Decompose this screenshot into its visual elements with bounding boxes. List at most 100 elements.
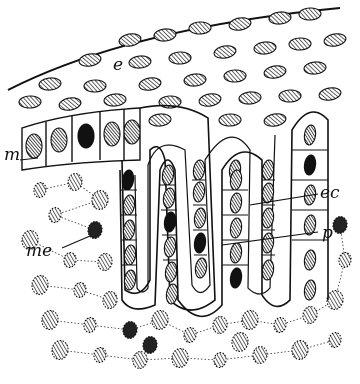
mesenchyme-nuclei — [20, 172, 352, 369]
label-p: p — [322, 223, 333, 243]
epithelial-cell-nucleus — [303, 154, 317, 175]
mesenchyme-nucleus — [63, 252, 77, 269]
epithelium-nuclei — [19, 8, 347, 128]
epithelial-cell-nucleus — [193, 207, 207, 228]
epithelial-cell-nucleus — [193, 232, 207, 253]
epithelium-nucleus — [323, 32, 347, 48]
mesenchyme-nucleus — [150, 309, 169, 330]
epithelial-cell-nucleus — [192, 181, 206, 202]
mesenchyme-nucleus — [93, 347, 107, 364]
mesenchyme-nucleus — [212, 315, 229, 334]
epithelial-cell-nucleus — [261, 207, 275, 228]
mesenchyme-nucleus — [332, 215, 349, 234]
epithelial-cell-nucleus — [229, 192, 243, 213]
basal-nucleus — [51, 128, 67, 152]
epithelial-cell-nucleus — [303, 249, 317, 270]
folded-epithelium — [120, 106, 328, 317]
epithelium-nucleus — [128, 55, 151, 69]
epithelium-nucleus — [263, 64, 287, 80]
mesenchyme-nucleus — [33, 182, 47, 199]
epithelium-nucleus — [219, 114, 241, 127]
epithelial-cell-nucleus — [261, 259, 275, 280]
mesenchyme-nucleus — [40, 309, 59, 330]
epithelium-nucleus — [213, 44, 237, 60]
basal-nucleus — [26, 134, 42, 158]
mesenchyme-nucleus — [290, 339, 309, 360]
mesenchyme-nucleus — [50, 339, 69, 360]
epithelial-cell-nucleus — [261, 232, 275, 253]
epithelial-cell-nucleus — [121, 169, 135, 190]
epithelial-cell-nucleus — [194, 257, 208, 278]
mesenchyme-nucleus — [67, 172, 84, 191]
epithelial-cell-nucleus — [303, 124, 317, 145]
epithelial-cell-nucleus — [303, 279, 317, 300]
epithelial-cell-nucleus — [161, 164, 175, 185]
basal-nucleus — [124, 120, 140, 144]
mesenchyme-nucleus — [90, 189, 109, 210]
epithelium-nucleus — [138, 76, 162, 92]
epithelial-cell-nucleus — [261, 159, 275, 180]
epithelium-nucleus — [268, 11, 291, 25]
epithelial-cell-nucleus — [162, 187, 176, 208]
label-me: me — [26, 241, 52, 261]
label-e: e — [113, 55, 123, 75]
mesenchyme-nucleus — [302, 305, 319, 324]
epithelium-nucleus — [19, 96, 41, 109]
mesenchyme-nucleus — [83, 317, 97, 334]
epithelium-nucleus — [253, 41, 276, 55]
mesenchyme-nucleus — [170, 347, 189, 368]
epithelium-nucleus — [58, 96, 82, 112]
epithelium-nucleus — [289, 38, 311, 51]
epithelium-nucleus — [153, 28, 176, 42]
epithelium-nucleus — [78, 52, 102, 68]
mesenchyme-nucleus — [183, 327, 197, 344]
epithelium-nucleus — [299, 8, 321, 21]
mesenchyme-nucleus — [338, 252, 352, 269]
mesenchyme-nucleus — [122, 320, 139, 339]
epithelial-cell-nucleus — [192, 159, 206, 180]
epithelium-nucleus — [169, 52, 191, 65]
epithelium-nucleus — [103, 93, 126, 107]
epithelium-nucleus — [38, 77, 61, 91]
mesenchyme-nucleus — [30, 274, 49, 295]
epithelium-nucleus — [303, 61, 326, 75]
mesenchyme-nucleus — [252, 345, 269, 364]
mesenchyme-nucleus — [240, 309, 259, 330]
mesenchyme-nucleus — [328, 332, 342, 349]
epithelial-cell-nucleus — [122, 194, 136, 215]
mesenchyme-nucleus — [73, 282, 87, 299]
basal-nucleus — [104, 122, 120, 146]
basal-nucleus — [78, 124, 94, 148]
mesenchyme-nucleus — [102, 290, 119, 309]
epithelium-nucleus — [189, 22, 211, 35]
epithelium-nucleus — [118, 32, 142, 48]
mesenchyme-nucleus — [132, 350, 149, 369]
epithelium-nucleus — [318, 86, 342, 102]
mesenchyme-nucleus — [213, 352, 227, 369]
mesenchyme-nucleus — [48, 207, 62, 224]
epithelial-cell-nucleus — [229, 267, 243, 288]
epithelial-cell-nucleus — [164, 261, 178, 282]
label-ec: ec — [320, 183, 340, 203]
mesenchyme-nucleus — [97, 252, 114, 271]
epithelial-cell-nucleus — [163, 211, 177, 232]
epithelium-nucleus — [183, 73, 206, 87]
epithelial-cell-nucleus — [163, 236, 177, 257]
epithelial-cell-nucleus — [229, 217, 243, 238]
epithelium-nucleus — [84, 80, 106, 93]
epithelial-cell-nucleus — [123, 244, 137, 265]
mesenchyme-nucleus — [142, 335, 159, 354]
epithelium-nucleus — [263, 112, 287, 128]
epithelium-nucleus — [148, 113, 171, 127]
mesenchyme-nucleus — [230, 331, 249, 352]
label-m: m — [4, 145, 20, 165]
epithelial-cell-nucleus — [165, 283, 179, 304]
epithelial-cell-nucleus — [229, 242, 243, 263]
mesenchyme-nucleus — [273, 317, 287, 334]
epithelium-nucleus — [228, 16, 252, 32]
epithelium-nucleus — [238, 91, 261, 105]
epithelium-nucleus — [198, 92, 222, 108]
epithelium-nucleus — [224, 70, 246, 83]
